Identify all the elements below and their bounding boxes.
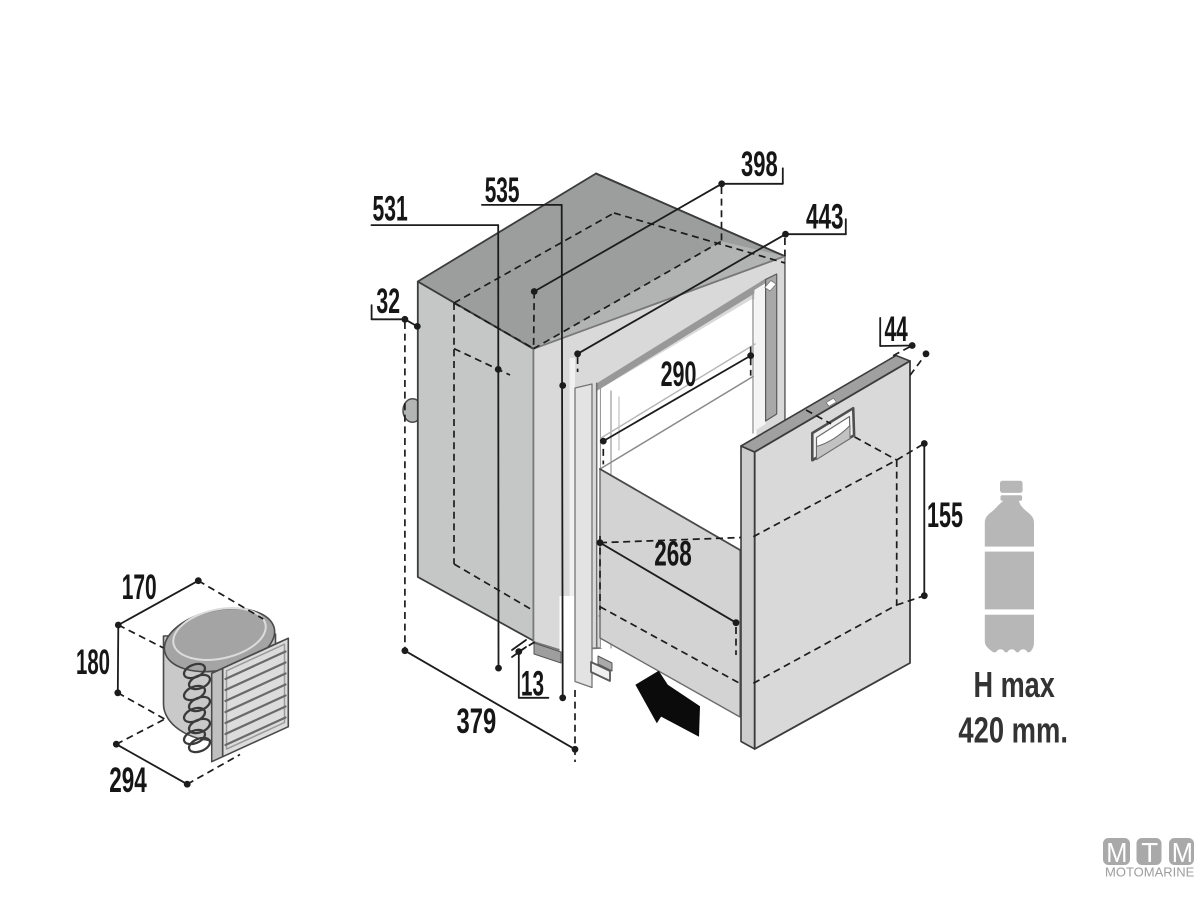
svg-text:155: 155 — [927, 496, 963, 536]
svg-text:13: 13 — [521, 665, 544, 704]
svg-text:44: 44 — [885, 310, 909, 349]
svg-text:M: M — [1106, 837, 1127, 868]
svg-text:170: 170 — [122, 568, 157, 607]
svg-text:379: 379 — [457, 702, 497, 741]
svg-text:420 mm.: 420 mm. — [958, 710, 1068, 751]
svg-text:268: 268 — [654, 534, 692, 573]
svg-text:398: 398 — [741, 145, 778, 185]
svg-text:443: 443 — [806, 197, 844, 236]
svg-text:531: 531 — [373, 190, 408, 229]
svg-text:290: 290 — [661, 354, 697, 394]
svg-text:M: M — [1172, 837, 1193, 868]
svg-text:180: 180 — [76, 643, 110, 682]
svg-text:535: 535 — [485, 171, 520, 210]
svg-text:H max: H max — [974, 664, 1055, 705]
svg-text:MOTOMARINE: MOTOMARINE — [1105, 864, 1195, 879]
svg-text:32: 32 — [376, 283, 400, 322]
svg-text:T: T — [1141, 837, 1158, 868]
svg-text:294: 294 — [109, 761, 147, 800]
